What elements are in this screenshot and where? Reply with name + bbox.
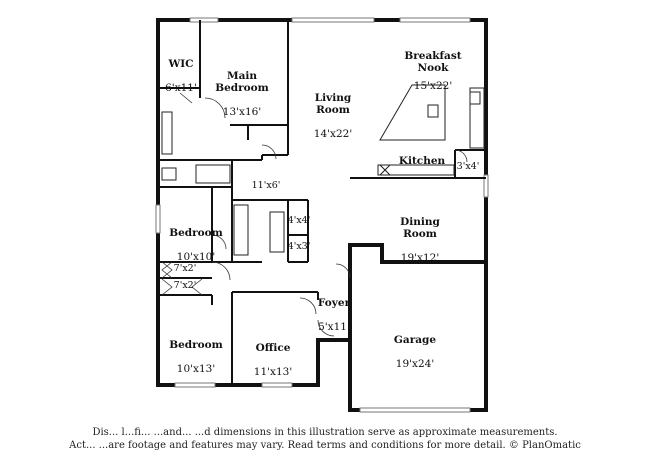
door-swing (299, 297, 317, 315)
room-office: Office 11'x13' (253, 342, 293, 378)
room-kitchen: Kitchen (398, 155, 446, 167)
garage-door (359, 407, 471, 413)
window (483, 174, 489, 198)
door-swing (335, 263, 351, 279)
door-swing (317, 319, 335, 337)
room-foyer: Foyer 5'x11' (317, 297, 351, 333)
door-swing (454, 149, 468, 163)
door-swing (204, 97, 226, 119)
window (155, 204, 161, 234)
door-swing (211, 234, 227, 250)
disclaimer-line-2: Act... ...are footage and features may v… (69, 440, 581, 451)
kitchen-counter (469, 87, 485, 149)
door-swing (161, 261, 173, 279)
window (174, 382, 216, 388)
closet-7x2-b: 7'x2' (173, 280, 197, 291)
bathtub (233, 204, 249, 256)
door-swing (211, 261, 231, 281)
window (261, 382, 293, 388)
window (399, 17, 471, 23)
room-dining-room: Dining Room 19'x12' (400, 216, 440, 264)
room-bedroom-1: Bedroom 10'x10' (169, 227, 223, 263)
room-wic: WIC 6'x11' (165, 58, 197, 94)
disclaimer-line-1: Dis... l...fi... ...and... ...d dimensio… (92, 427, 558, 438)
door-swing (261, 144, 277, 160)
vanity (269, 211, 285, 253)
room-breakfast-nook: Breakfast Nook (404, 50, 462, 74)
room-living-room: Living Room 14'x22' (313, 92, 353, 140)
toilet (161, 167, 177, 181)
garage-top-wall (348, 243, 488, 264)
sink (427, 104, 439, 118)
door-swing (179, 92, 193, 104)
room-bedroom-2: Bedroom 10'x13' (169, 339, 223, 375)
door-swing (191, 278, 203, 296)
disclaimer: Dis... l...fi... ...and... ...d dimensio… (0, 426, 650, 452)
window (189, 17, 219, 23)
closet-4x3: 4'x3' (287, 241, 311, 252)
hall-11x6: 11'x6' (251, 180, 281, 191)
door-swing (161, 261, 173, 279)
room-breakfast-nook-dim: 15'x22' (413, 80, 453, 92)
door-swing (161, 278, 173, 296)
kitchen-island (379, 84, 446, 141)
fridge (469, 91, 481, 105)
closet-4x4: 4'x4' (287, 215, 311, 226)
bathtub (195, 164, 231, 184)
closet-7x2-a: 7'x2' (173, 263, 197, 274)
room-main-bedroom: Main Bedroom 13'x16' (215, 70, 269, 118)
closet-3x4: 3'x4' (456, 161, 480, 172)
room-garage: Garage 19'x24' (393, 334, 437, 370)
window (291, 17, 375, 23)
kitchen-counter (377, 164, 455, 176)
vanity (161, 111, 173, 155)
